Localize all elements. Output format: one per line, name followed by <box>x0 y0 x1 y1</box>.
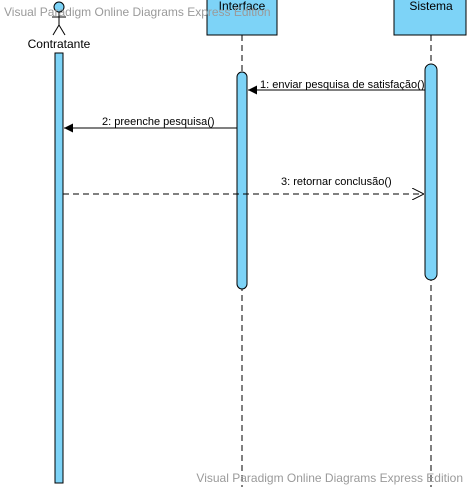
actor-left-leg <box>52 24 60 36</box>
actor-contratante[interactable] <box>52 1 66 36</box>
contratante-activation <box>54 52 64 484</box>
interface-activation <box>236 71 248 290</box>
message-3-label: 3: retornar conclusão() <box>281 176 392 188</box>
participant-interface[interactable] <box>206 0 278 36</box>
actor-label: Contratante <box>28 37 91 51</box>
watermark-top: Visual Paradigm Online Diagrams Express … <box>4 5 271 19</box>
sistema-label: Sistema <box>409 0 453 13</box>
watermark-bottom: Visual Paradigm Online Diagrams Express … <box>196 471 463 485</box>
actor-right-leg <box>58 24 66 36</box>
sistema-activation <box>424 63 438 281</box>
sistema-box <box>393 0 467 36</box>
participant-sistema[interactable] <box>393 0 467 36</box>
message-1-label: 1: enviar pesquisa de satisfação() <box>260 79 424 91</box>
message-2-label: 2: preenche pesquisa() <box>102 116 215 128</box>
interface-box <box>206 0 278 36</box>
interface-label: Interface <box>219 0 266 13</box>
